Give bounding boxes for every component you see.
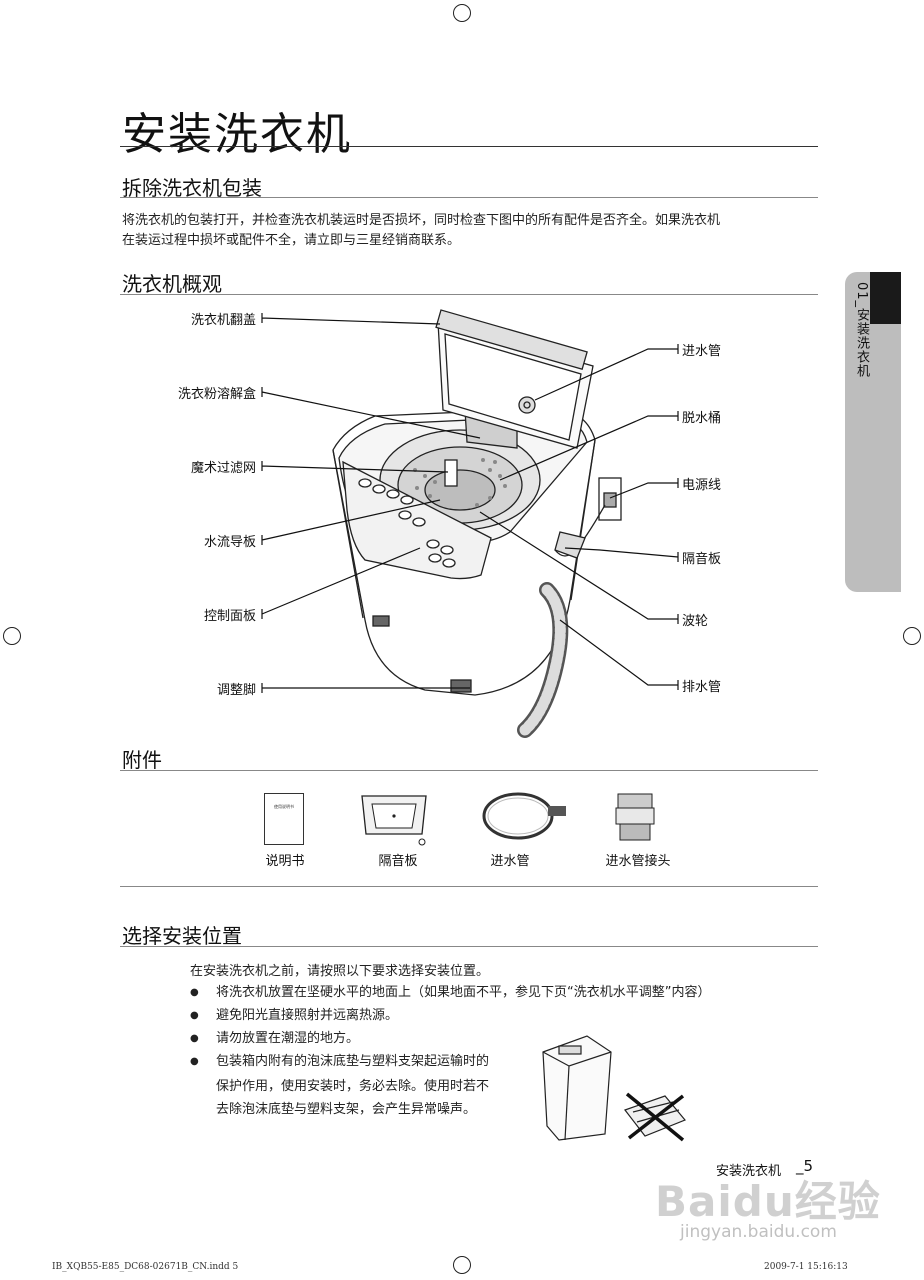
location-intro: 在安装洗衣机之前，请按照以下要求选择安装位置。	[190, 960, 489, 979]
chapter-tab-label: 01_安装洗衣机	[853, 282, 871, 378]
accessory-manual-label: 说明书	[235, 850, 335, 869]
section-rule	[120, 946, 818, 947]
accessory-connector-label: 进水管接头	[588, 850, 688, 869]
section-rule	[120, 770, 818, 771]
registration-mark-bottom	[453, 1256, 471, 1274]
bullet4-continuation-1: 保护作用，使用安装时，务必去除。使用时若不	[216, 1075, 489, 1094]
manual-cover-text: 使用说明书	[265, 804, 303, 810]
accessory-noise-board-label: 隔音板	[348, 850, 448, 869]
watermark-url: jingyan.baidu.com	[680, 1222, 837, 1242]
accessory-inlet-hose-label: 进水管	[460, 850, 560, 869]
inlet-hose-illustration	[478, 788, 572, 846]
accessories-bottom-rule	[120, 886, 818, 887]
footer-timestamp: 2009-7-1 15:16:13	[764, 1262, 848, 1272]
bullet4-continuation-2: 去除泡沫底垫与塑料支架，会产生异常噪声。	[216, 1098, 476, 1117]
leader-lines	[0, 0, 924, 760]
list-item: 将洗衣机放置在坚硬水平的地面上（如果地面不平，参见下页“洗衣机水平调整”内容）	[190, 981, 710, 1004]
manual-illustration: 使用说明书	[264, 793, 304, 845]
chapter-tab-marker	[870, 272, 901, 324]
footer-file-info: IB_XQB55-E85_DC68-02671B_CN.indd 5	[52, 1262, 238, 1272]
list-item: 避免阳光直接照射并远离热源。	[190, 1004, 710, 1027]
watermark-brand: Baidu经验	[655, 1168, 881, 1229]
noise-board-illustration	[356, 790, 432, 848]
section-heading-location: 选择安装位置	[122, 920, 242, 949]
hose-connector-illustration	[612, 790, 658, 844]
section-heading-accessories: 附件	[122, 744, 162, 773]
location-illustration	[535, 1030, 695, 1150]
